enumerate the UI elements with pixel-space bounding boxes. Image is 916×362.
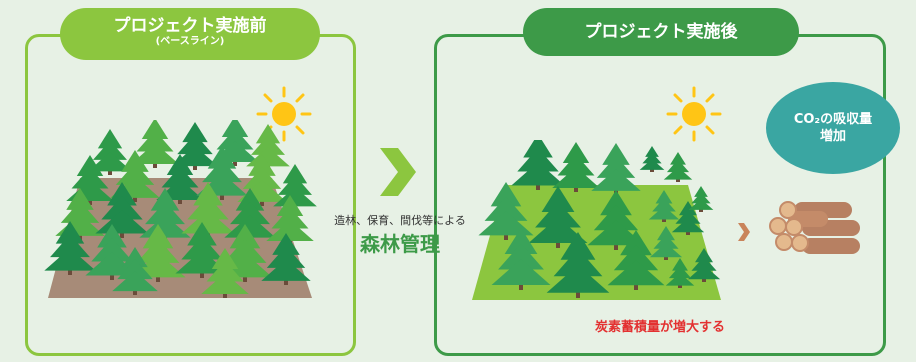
management-description: 造林、保育、間伐等による: [334, 214, 466, 227]
management-label: 森林管理: [360, 232, 440, 256]
tree: [511, 140, 565, 190]
tree: [663, 152, 693, 182]
before-title: プロジェクト実施前: [113, 16, 267, 36]
tree: [201, 248, 249, 298]
managed-forest-illustration: [472, 140, 721, 300]
tree: [88, 129, 132, 175]
tree: [131, 120, 179, 168]
tree: [85, 224, 139, 280]
before-badge: プロジェクト実施前 (ベースライン): [60, 8, 320, 60]
tree: [687, 248, 721, 282]
tree: [139, 188, 191, 242]
co2-line2: 増加: [819, 129, 846, 144]
tree: [546, 232, 610, 298]
tree: [665, 258, 695, 288]
tree: [266, 195, 314, 245]
tree: [587, 190, 645, 250]
tree: [528, 186, 588, 248]
chevron-right-icon: [738, 223, 750, 241]
tree: [246, 124, 290, 170]
tree: [95, 182, 149, 238]
tree: [671, 201, 705, 235]
chevron-right-icon: [380, 148, 416, 196]
tree: [688, 186, 714, 212]
tree: [639, 146, 665, 172]
sun-icon: [666, 86, 722, 142]
tree: [273, 164, 317, 210]
carbon-stock-label: 炭素蓄積量が増大する: [594, 320, 725, 335]
tree: [44, 221, 96, 275]
tree: [491, 228, 551, 290]
dense-forest-illustration: [44, 120, 317, 298]
co2-absorption-bubble: CO₂の吸収量 増加: [766, 82, 900, 174]
logs-icon: [769, 201, 860, 254]
tree: [607, 230, 665, 290]
after-title: プロジェクト実施後: [584, 22, 738, 42]
after-badge: プロジェクト実施後: [523, 8, 799, 56]
tree: [478, 182, 534, 240]
tree: [261, 233, 311, 285]
tree: [552, 142, 600, 192]
tree: [648, 190, 680, 222]
before-subtitle: (ベースライン): [155, 36, 225, 47]
tree: [112, 247, 158, 295]
tree: [649, 226, 683, 260]
tree: [591, 143, 641, 195]
co2-line1: CO₂の吸収量: [793, 112, 873, 127]
